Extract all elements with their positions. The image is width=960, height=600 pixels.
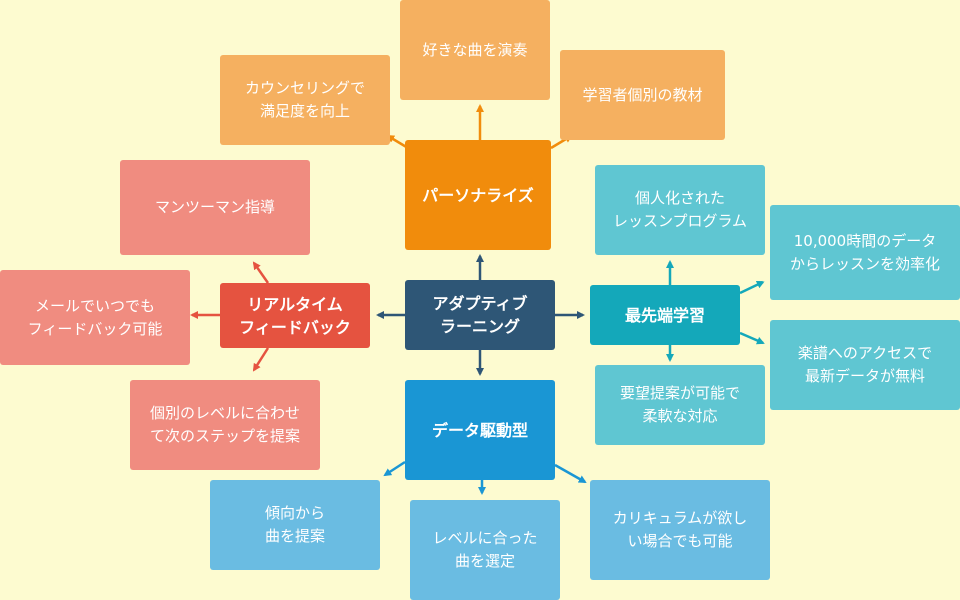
personalize-item-2: カウンセリングで 満足度を向上 [220, 55, 390, 145]
center-node: アダプティブ ラーニング [405, 280, 555, 350]
cutting-edge-hub: 最先端学習 [590, 285, 740, 345]
arrow-personalize-2 [386, 134, 409, 150]
cutting-edge-item-3: 楽譜へのアクセスで 最新データが無料 [770, 320, 960, 410]
data-driven-hub: データ駆動型 [405, 380, 555, 480]
data-driven-item-3: カリキュラムが欲し い場合でも可能 [590, 480, 770, 580]
personalize-hub: パーソナライズ [405, 140, 551, 250]
arrow-data-3 [554, 463, 587, 484]
data-driven-item-2: レベルに合った 曲を選定 [410, 500, 560, 600]
data-driven-item-1: 傾向から 曲を提案 [210, 480, 380, 570]
realtime-item-2: メールでいつでも フィードバック可能 [0, 270, 190, 365]
cutting-edge-item-2: 10,000時間のデータ からレッスンを効率化 [770, 205, 960, 300]
arrow-cutting-3 [739, 331, 765, 345]
arrow-realtime-3 [252, 347, 270, 372]
realtime-item-3: 個別のレベルに合わせ て次のステップを提案 [130, 380, 320, 470]
personalize-item-3: 学習者個別の教材 [560, 50, 725, 140]
cutting-edge-item-1: 個人化された レッスンプログラム [595, 165, 765, 255]
realtime-hub: リアルタイム フィードバック [220, 283, 370, 348]
realtime-item-1: マンツーマン指導 [120, 160, 310, 255]
arrow-cutting-2 [739, 280, 765, 295]
cutting-edge-item-4: 要望提案が可能で 柔軟な対応 [595, 365, 765, 445]
arrow-realtime-1 [252, 261, 270, 284]
personalize-item-1: 好きな曲を演奏 [400, 0, 550, 100]
arrow-data-1 [383, 460, 406, 477]
